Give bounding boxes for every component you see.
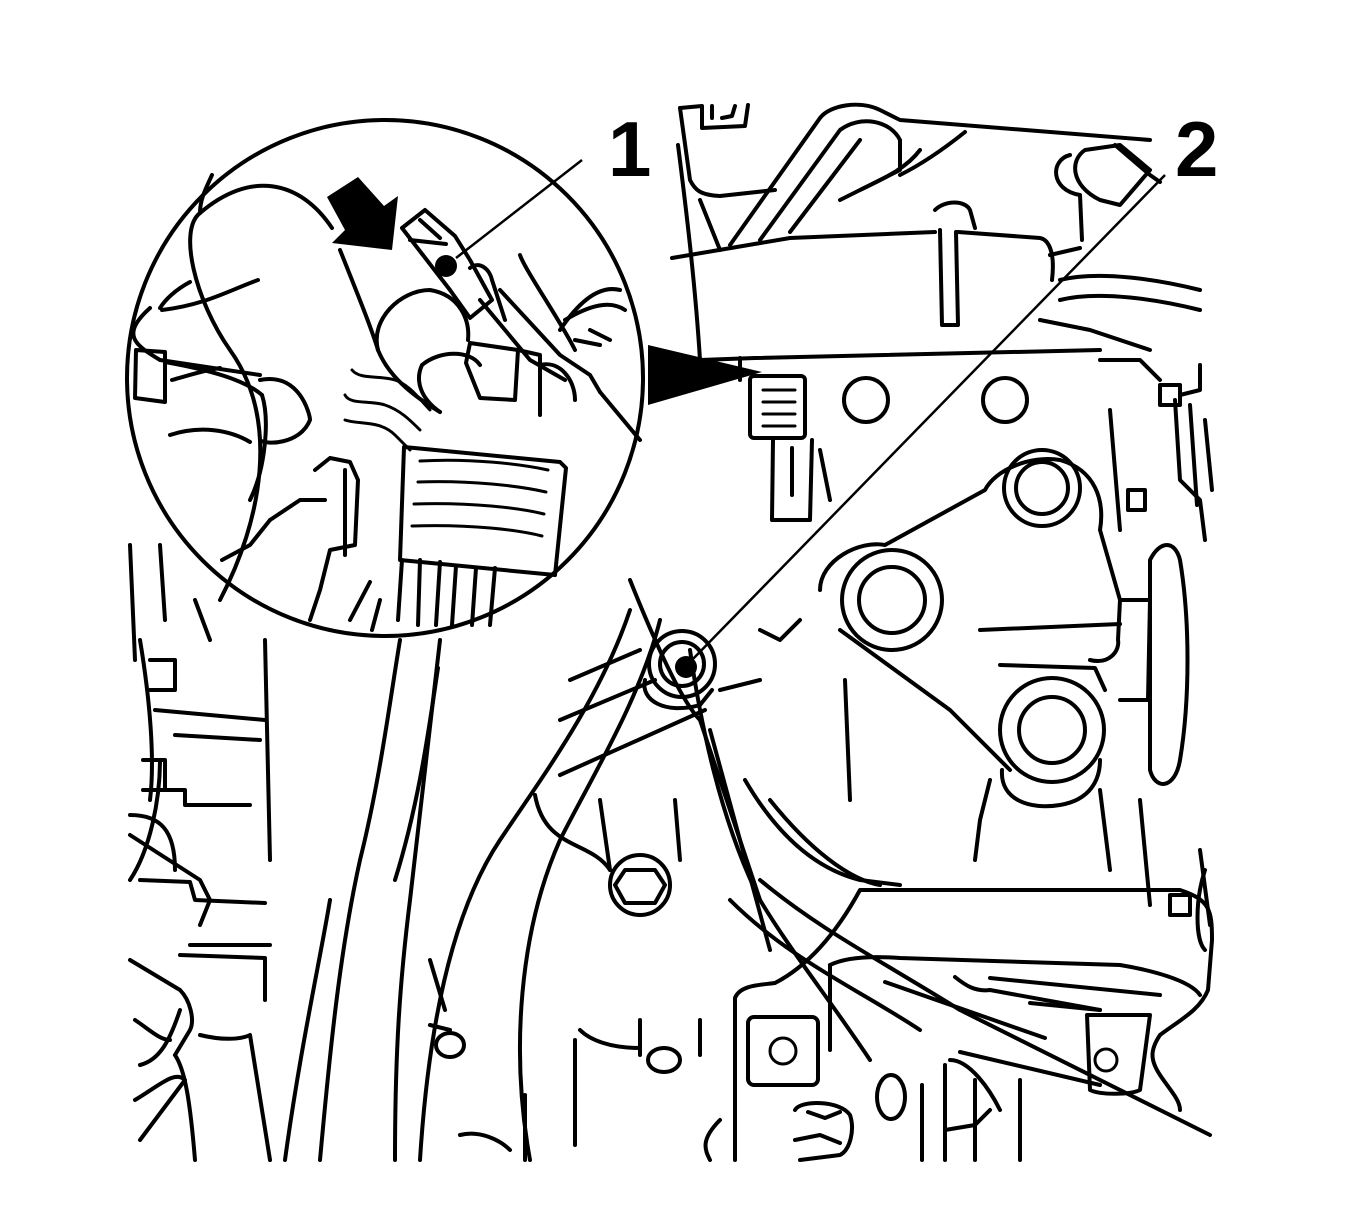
pointer-triangle-icon xyxy=(648,345,762,405)
torx-bolt-block xyxy=(818,358,1212,952)
callout-label-2: 2 xyxy=(1175,105,1219,193)
upper-hoses xyxy=(670,102,1202,382)
torx-bolt-2 xyxy=(558,618,802,777)
hex-bolt-lower xyxy=(533,793,682,917)
right-edge-details xyxy=(1173,398,1214,542)
lower-hoses xyxy=(283,578,1212,1162)
leader-line-1 xyxy=(435,159,583,277)
mounting-bracket xyxy=(733,888,1214,1162)
arrow-indicator-icon xyxy=(327,177,398,250)
lower-left-details xyxy=(128,543,722,1162)
callout-label-1: 1 xyxy=(608,105,652,193)
electrical-connector xyxy=(748,374,832,522)
detail-view-circle xyxy=(125,118,645,638)
hex-bolt xyxy=(842,376,1029,424)
